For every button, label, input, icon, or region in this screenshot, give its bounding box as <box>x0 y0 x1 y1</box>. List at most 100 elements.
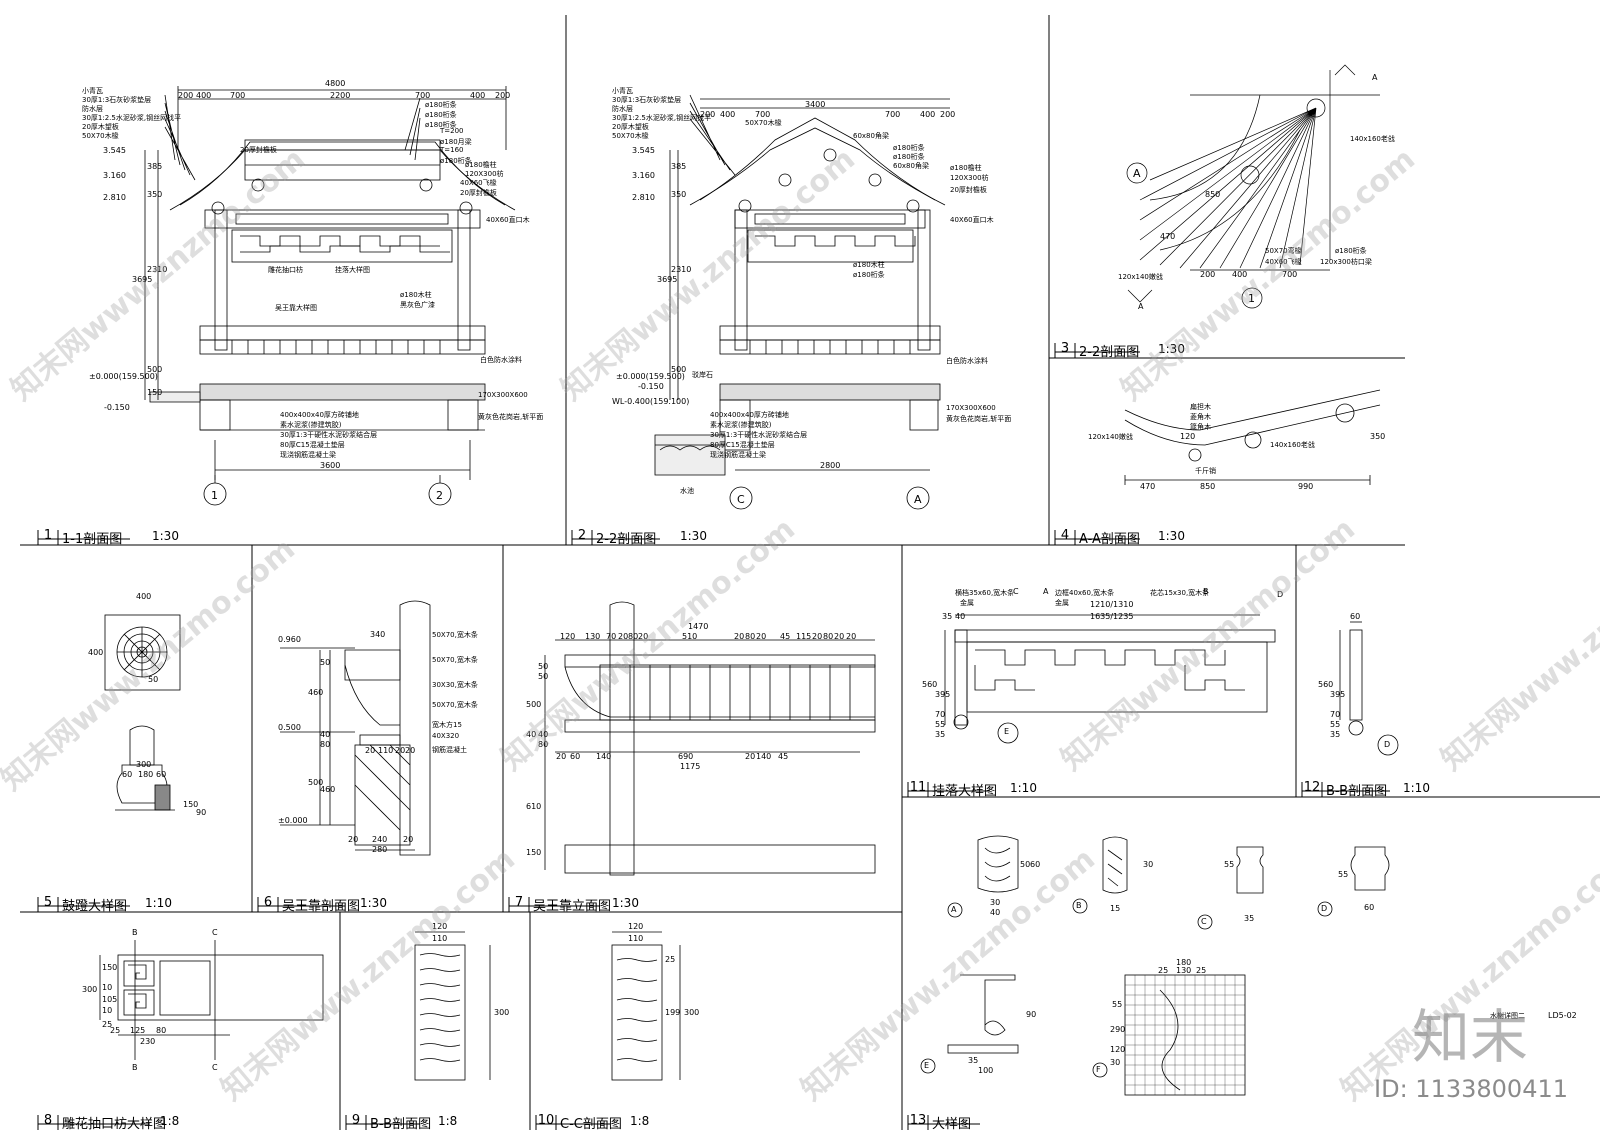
dim-label: 990 <box>1298 482 1314 491</box>
callout-note: 50X70木椽 <box>745 119 782 127</box>
callout-note: 30厚1:3干硬性水泥砂浆结合层 <box>280 431 378 439</box>
dim-label: 40 <box>526 730 537 739</box>
dim-label: 700 <box>1282 270 1298 279</box>
dim-label: 15 <box>1110 904 1121 913</box>
marker-label: A <box>951 905 957 914</box>
drawing-title: 雕花抽口枋大样图 <box>62 1117 167 1132</box>
dim-label: 20 <box>395 746 406 755</box>
dim-label: 60 <box>122 770 133 779</box>
drawing-title: 2-2剖面图 <box>596 532 657 547</box>
dim-label: 400 <box>88 648 104 657</box>
dim-label: 395 <box>935 690 951 699</box>
elevation-label: 0.960 <box>278 635 301 644</box>
dim-label: 35 <box>968 1056 979 1065</box>
dim-label: 300 <box>136 760 152 769</box>
callout-note: 箴角木 <box>1190 423 1211 431</box>
callout-note: 钢筋混凝土 <box>432 746 467 754</box>
marker-label: D <box>1321 904 1328 913</box>
drawing-title: 1-1剖面图 <box>62 532 123 547</box>
callout-note: T=160 <box>440 146 464 154</box>
drawing-scale: 1:8 <box>630 1114 650 1128</box>
dim-label: 150 <box>147 388 163 397</box>
title-number: 2 <box>577 528 587 543</box>
title-number: 8 <box>43 1113 53 1128</box>
callout-note: 20厚木望板 <box>612 123 649 131</box>
detail-10-drawing <box>611 931 681 1081</box>
dim-label: 300 <box>82 985 98 994</box>
dim-label: 30 <box>1110 1058 1121 1067</box>
dim-label: 35 <box>1244 914 1255 923</box>
callout-note: 30厚1:3干硬性水泥砂浆结合层 <box>710 431 808 439</box>
callout-note: 30厚1:2.5水泥砂浆,钢丝网找平 <box>612 114 712 122</box>
marker-label: D <box>1384 740 1391 749</box>
dim-label: 460 <box>320 785 336 794</box>
drawing-scale: 1:10 <box>1403 781 1430 795</box>
dim-label: 1210/1310 <box>1090 600 1134 609</box>
dim-label: 180 <box>1176 958 1192 967</box>
callout-note: 30厚1:3石灰砂浆垫层 <box>82 96 152 104</box>
callout-note: ø180桁条 <box>425 121 457 129</box>
callout-note: 素水泥浆(掺建筑胶) <box>280 421 342 429</box>
section-4-drawing <box>1124 389 1381 485</box>
dim-label: 850 <box>1205 190 1221 199</box>
dim-label: 25 <box>665 955 676 964</box>
dim-label: 2310 <box>147 265 168 274</box>
cut-label: B <box>132 928 138 937</box>
dim-label: 400 <box>136 592 152 601</box>
sheet-code: LD5-02 <box>1548 1011 1577 1020</box>
dim-label: 20 <box>556 752 567 761</box>
dim-label: 60 <box>570 752 581 761</box>
callout-note: 30X30,宽木条 <box>432 681 478 689</box>
callout-note: 千斤销 <box>1195 467 1216 475</box>
callout-note: 40X60直口木 <box>950 216 994 224</box>
dim-label: 20 <box>348 835 359 844</box>
callout-note: 120x140嫩戗 <box>1088 433 1133 441</box>
dim-label: 55 <box>935 720 946 729</box>
callout-note: 50X70木椽 <box>612 132 649 140</box>
dim-label: 90 <box>1026 1010 1037 1019</box>
callout-note: ø180桁条 <box>1335 247 1367 255</box>
dim-label: 20 <box>846 632 857 641</box>
callout-note: ø180木柱 <box>400 291 432 299</box>
dim-label: 80 <box>823 632 834 641</box>
callout-note: ø180桁条 <box>893 144 925 152</box>
callout-note: 170X300X600 <box>946 404 996 412</box>
dim-label: 200 <box>700 110 716 119</box>
cut-label: B <box>132 1063 138 1072</box>
dim-label: 230 <box>140 1037 156 1046</box>
dim-label: 500 <box>147 365 163 374</box>
dim-label: 120 <box>560 632 576 641</box>
dim-label: 70 <box>1330 710 1341 719</box>
dim-label: 3400 <box>805 100 826 109</box>
dim-label: 2200 <box>330 91 351 100</box>
callout-note: 60x80角梁 <box>853 132 889 140</box>
dim-label: 240 <box>372 835 388 844</box>
dim-label: 400 <box>920 110 936 119</box>
drawing-title: B-B剖面图 <box>1326 784 1388 799</box>
dim-label: 350 <box>1370 432 1386 441</box>
drawing-title: 鼓蹬大样图 <box>62 899 128 914</box>
callout-note: 140x160老戗 <box>1350 135 1395 143</box>
dim-label: 20 <box>403 835 414 844</box>
dim-label: 140 <box>596 752 612 761</box>
dim-label: 40 <box>955 612 966 621</box>
elevation-label: 2.810 <box>103 193 126 202</box>
dim-label: 700 <box>415 91 431 100</box>
callout-note: 黄灰色花岗岩,斩平面 <box>478 413 544 421</box>
callout-note: 120X300枋 <box>465 170 504 178</box>
elevation-label: 3.545 <box>632 146 655 155</box>
dim-label: 55 <box>1330 720 1341 729</box>
drawing-title: 挂落大样图 <box>932 784 998 799</box>
drawing-scale: 1:30 <box>360 896 387 910</box>
drawing-title: 吴王靠立面图 <box>533 899 612 914</box>
dim-label: 560 <box>922 680 938 689</box>
callout-note: 60x80角梁 <box>893 162 929 170</box>
callout-note: 宽木方15 <box>432 721 462 729</box>
dim-label: 80 <box>628 632 639 641</box>
callout-note: 120X300枋 <box>950 174 989 182</box>
dim-label: 200 <box>940 110 956 119</box>
dim-label: 470 <box>1160 232 1176 241</box>
drawing-title: 2-2剖面图 <box>1079 345 1140 360</box>
dim-label: 35 <box>942 612 953 621</box>
dim-label: 50 <box>538 672 549 681</box>
